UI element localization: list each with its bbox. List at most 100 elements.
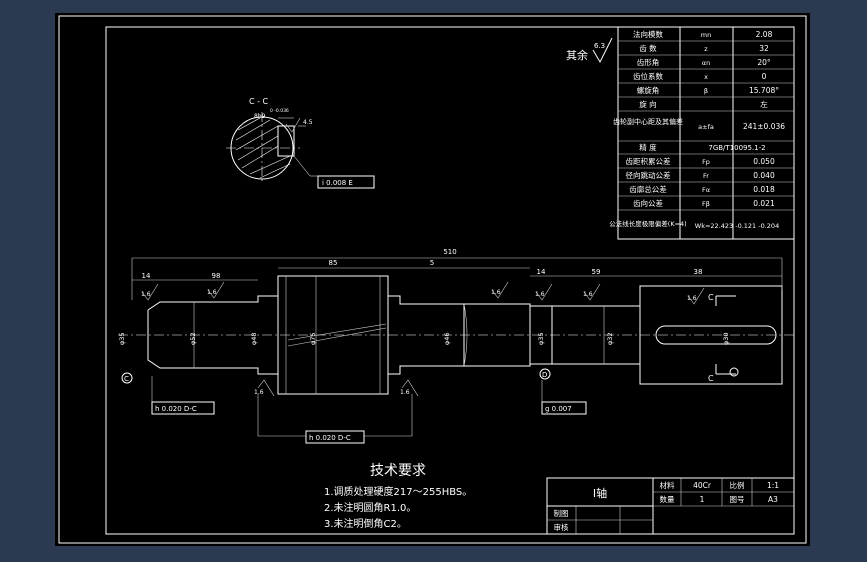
dia-35: φ35	[118, 332, 126, 345]
param-val-6: 241±0.036	[743, 122, 785, 131]
tolerance-frame-1	[151, 401, 215, 415]
roughness-marks: 1.6 1.6 1.6 1.6 1.6 1.6 1.6 1.6	[141, 281, 705, 397]
scale-label: 比例	[730, 480, 745, 490]
dia-46: φ46	[443, 332, 451, 345]
datum-marks: C D C C	[121, 293, 739, 384]
param-name-10: 齿廓总公差	[629, 184, 667, 194]
roughness-symbol-icon	[535, 283, 553, 301]
param-name-8: 齿距积累公差	[626, 156, 671, 166]
gear-section	[277, 275, 389, 395]
dim-59: 59	[592, 268, 601, 276]
dim-14a: 14	[142, 272, 151, 280]
param-val-2: 20°	[757, 58, 771, 67]
tech-item-2: 2.未注明圆角R1.0。	[324, 501, 416, 514]
param-name-3: 齿位系数	[633, 71, 663, 81]
dim-overall: 510	[443, 248, 456, 256]
roughness-symbol-icon	[687, 287, 705, 305]
outer-border	[58, 15, 807, 544]
param-sym-4: β	[704, 87, 708, 95]
section-view-cc: C - C 8h9 0 -0.036 4.5 i 0.008 E	[226, 97, 375, 189]
dia-75: φ75	[309, 332, 317, 345]
param-val-11: 0.021	[753, 199, 775, 208]
roughness-symbol-icon	[491, 281, 509, 299]
param-val-9: 0.040	[753, 171, 775, 180]
drawn-label: 制图	[554, 508, 569, 518]
param-sym-2: αn	[702, 59, 710, 67]
section-tolerance-frame	[317, 175, 375, 189]
param-name-7: 精 度	[639, 142, 657, 152]
param-val-4: 15.708°	[749, 86, 779, 95]
ra-1: 1.6	[141, 291, 151, 298]
param-sym-3: x	[704, 73, 708, 81]
dia-48: φ48	[250, 332, 258, 345]
dia-30: φ30	[722, 332, 730, 345]
section-hatch	[235, 117, 291, 179]
param-sym-10: Fα	[702, 186, 710, 194]
title-block: I轴 材料 40Cr 比例 1:1 数量 1 图号 A3 制图 审核	[546, 477, 795, 535]
tech-title: 技术要求	[370, 463, 426, 479]
tolerance-frame-2	[305, 430, 365, 444]
param-name-4: 螺旋角	[637, 85, 660, 95]
gear-parameter-table: 法向模数 mn 2.08 齿 数 z 32 齿形角 αn 20° 齿位系数 x …	[609, 26, 795, 240]
roughness-symbol-icon	[207, 281, 225, 299]
ra-2: 1.6	[207, 289, 217, 296]
scale-value: 1:1	[767, 481, 779, 490]
datum-circle-icon	[121, 372, 133, 384]
technical-requirements: 技术要求 1.调质处理硬度217～255HBS。 2.未注明圆角R1.0。 3.…	[324, 463, 472, 530]
param-val-7: 7GB/T10095.1-2	[708, 144, 765, 152]
shaft-middle-section	[388, 295, 465, 375]
roughness-symbol-icon	[583, 283, 601, 301]
drawing-no-value: A3	[768, 495, 778, 504]
roughness-symbol-icon	[141, 283, 159, 301]
qty-value: 1	[700, 495, 705, 504]
section-tolerance: i 0.008 E	[322, 179, 353, 187]
dia-52: φ52	[189, 332, 197, 345]
shaft-main-view	[118, 275, 795, 395]
rest-label: 其余	[566, 48, 588, 62]
param-name-9: 径向跳动公差	[626, 170, 671, 180]
param-val-12: Wk=22.423 -0.121 -0.204	[695, 222, 779, 230]
dim-85: 85	[329, 259, 338, 267]
param-val-3: 0	[762, 72, 767, 81]
rest-roughness-value: 6.3	[594, 42, 605, 50]
dim-98: 98	[212, 272, 221, 280]
section-tol-top: 0 -0.036	[270, 108, 289, 114]
param-name-0: 法向模数	[633, 29, 663, 39]
param-val-8: 0.050	[753, 157, 775, 166]
checked-label: 审核	[554, 522, 569, 532]
param-name-12: 公法线长度极限偏差(K=4)	[609, 219, 686, 228]
section-dim-top: 8h9	[254, 113, 266, 120]
datum-right: D	[542, 371, 547, 379]
dim-38: 38	[694, 268, 703, 276]
inner-border	[105, 26, 795, 535]
datum-left: C	[124, 375, 129, 383]
diameter-labels: φ35 φ52 φ48 φ75 φ46 φ35 φ32 φ30	[118, 332, 730, 345]
drawing-sheet	[55, 13, 810, 546]
roughness-symbol-icon	[285, 117, 301, 133]
keyway-slot	[655, 325, 777, 345]
ra-7: 1.6	[254, 389, 264, 396]
material-label: 材料	[660, 480, 675, 490]
dim-14b: 14	[537, 268, 546, 276]
param-name-11: 齿向公差	[633, 198, 663, 208]
section-title: C - C	[249, 97, 269, 106]
section-dim-side: 4.5	[303, 119, 313, 126]
rest-roughness-note: 其余 6.3	[566, 37, 613, 64]
ra-4: 1.6	[535, 291, 545, 298]
tolerance-2: h 0.020 D-C	[309, 434, 351, 442]
ra-8: 1.6	[400, 389, 410, 396]
datum-circle-icon	[729, 367, 739, 377]
dia-35b: φ35	[537, 332, 545, 345]
ra-6: 1.6	[687, 295, 697, 302]
tech-item-1: 1.调质处理硬度217～255HBS。	[324, 485, 472, 498]
dia-32: φ32	[606, 332, 614, 345]
tolerance-3: g 0.007	[545, 405, 572, 413]
dimension-lines: 510 85 5 14 98 14 59 38	[131, 248, 783, 300]
section-mark-bottom: C	[708, 374, 714, 383]
param-sym-1: z	[704, 45, 708, 53]
qty-label: 数量	[660, 494, 675, 504]
param-val-0: 2.08	[756, 30, 773, 39]
param-val-1: 32	[759, 44, 769, 53]
datum-circle-icon	[539, 368, 551, 380]
